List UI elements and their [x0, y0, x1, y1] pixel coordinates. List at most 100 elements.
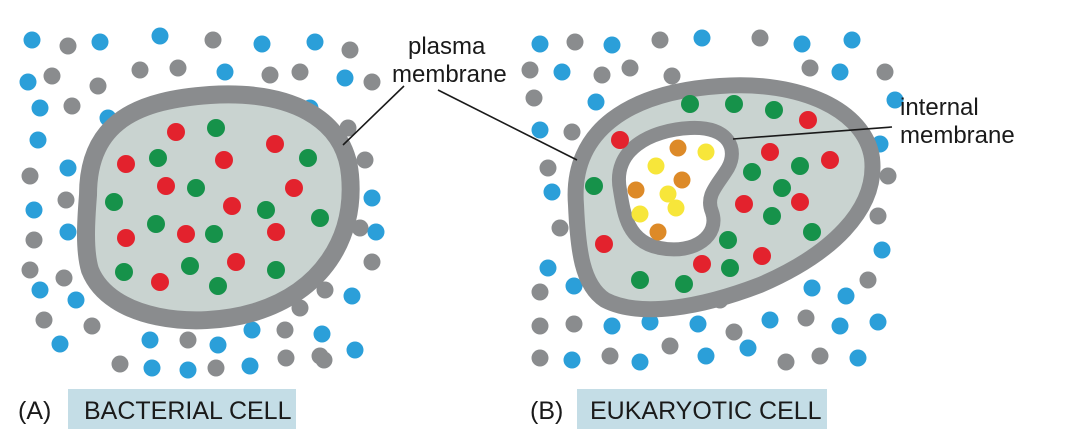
- molecule-dot: [299, 149, 317, 167]
- molecule-dot: [179, 361, 197, 379]
- molecule-dot: [735, 195, 753, 213]
- molecule-dot: [291, 63, 309, 81]
- panel-b-title-box: [577, 389, 827, 429]
- molecule-dot: [21, 167, 39, 185]
- molecule-dot: [216, 63, 234, 81]
- molecule-dot: [343, 287, 361, 305]
- molecule-dot: [115, 263, 133, 281]
- molecule-dot: [346, 341, 364, 359]
- molecule-dot: [21, 261, 39, 279]
- molecule-dot: [831, 317, 849, 335]
- molecule-dot: [663, 67, 681, 85]
- molecule-dot: [765, 101, 783, 119]
- molecule-dot: [204, 31, 222, 49]
- molecule-dot: [25, 201, 43, 219]
- molecule-dot: [725, 323, 743, 341]
- molecule-dot: [563, 351, 581, 369]
- molecule-dot: [587, 93, 605, 111]
- molecule-dot: [363, 189, 381, 207]
- molecule-dot: [141, 331, 159, 349]
- molecule-dot: [149, 149, 167, 167]
- molecule-dot: [641, 313, 659, 331]
- molecule-dot: [777, 353, 795, 371]
- molecule-dot: [89, 77, 107, 95]
- molecule-dot: [553, 63, 571, 81]
- molecule-dot: [673, 171, 691, 189]
- panel-b-letter: (B): [530, 397, 563, 425]
- molecule-dot: [791, 157, 809, 175]
- molecule-dot: [859, 271, 877, 289]
- molecule-dot: [59, 37, 77, 55]
- molecule-dot: [886, 91, 904, 109]
- molecule-dot: [131, 61, 149, 79]
- molecule-dot: [367, 223, 385, 241]
- molecule-dot: [336, 69, 354, 87]
- molecule-dot: [543, 183, 561, 201]
- molecule-dot: [57, 191, 75, 209]
- molecule-dot: [611, 131, 629, 149]
- molecule-dot: [215, 151, 233, 169]
- panel-b-title: EUKARYOTIC CELL: [590, 397, 822, 425]
- molecule-dot: [595, 235, 613, 253]
- molecule-dot: [693, 29, 711, 47]
- molecule-dot: [869, 313, 887, 331]
- molecule-dot: [753, 247, 771, 265]
- molecule-dot: [869, 207, 887, 225]
- molecule-dot: [151, 273, 169, 291]
- molecule-dot: [276, 321, 294, 339]
- extracellular-molecules: [19, 27, 904, 379]
- bacterial-cytoplasm-molecules: [105, 119, 329, 295]
- eukaryotic-cytoplasm-molecules: [585, 95, 839, 293]
- molecule-dot: [19, 73, 37, 91]
- molecule-dot: [227, 253, 245, 271]
- molecule-dot: [23, 31, 41, 49]
- molecule-dot: [719, 231, 737, 249]
- molecule-dot: [277, 349, 295, 367]
- molecule-dot: [291, 299, 309, 317]
- molecule-dot: [31, 99, 49, 117]
- molecule-dot: [223, 197, 241, 215]
- molecule-dot: [341, 41, 359, 59]
- molecule-dot: [285, 179, 303, 197]
- molecule-dot: [631, 205, 649, 223]
- molecule-dot: [565, 315, 583, 333]
- molecule-dot: [209, 277, 227, 295]
- molecule-dot: [117, 229, 135, 247]
- molecule-dot: [313, 325, 331, 343]
- molecule-dot: [773, 179, 791, 197]
- molecule-dot: [675, 275, 693, 293]
- plasma-leader-right: [437, 89, 578, 161]
- molecule-dot: [603, 317, 621, 335]
- molecule-dot: [63, 97, 81, 115]
- molecule-dot: [315, 351, 333, 369]
- molecule-dot: [837, 287, 855, 305]
- molecule-dot: [151, 27, 169, 45]
- molecule-dot: [799, 111, 817, 129]
- molecule-dot: [821, 151, 839, 169]
- molecule-dot: [811, 347, 829, 365]
- molecule-dot: [363, 73, 381, 91]
- molecule-dot: [563, 123, 581, 141]
- molecule-dot: [631, 353, 649, 371]
- molecule-dot: [801, 59, 819, 77]
- molecule-dot: [751, 29, 769, 47]
- molecule-dot: [25, 231, 43, 249]
- internal-leader: [732, 126, 893, 140]
- molecule-dot: [697, 143, 715, 161]
- molecule-dot: [531, 317, 549, 335]
- molecule-dot: [743, 163, 761, 181]
- molecule-dot: [831, 63, 849, 81]
- molecule-dot: [306, 33, 324, 51]
- internal-label-line2: membrane: [900, 122, 1015, 149]
- molecule-dot: [791, 193, 809, 211]
- molecule-dot: [551, 219, 569, 237]
- molecule-dot: [667, 199, 685, 217]
- molecule-dot: [689, 315, 707, 333]
- molecule-dot: [181, 257, 199, 275]
- molecule-dot: [531, 35, 549, 53]
- molecule-dot: [67, 291, 85, 309]
- molecule-dot: [763, 207, 781, 225]
- molecule-dot: [91, 33, 109, 51]
- molecule-dot: [363, 253, 381, 271]
